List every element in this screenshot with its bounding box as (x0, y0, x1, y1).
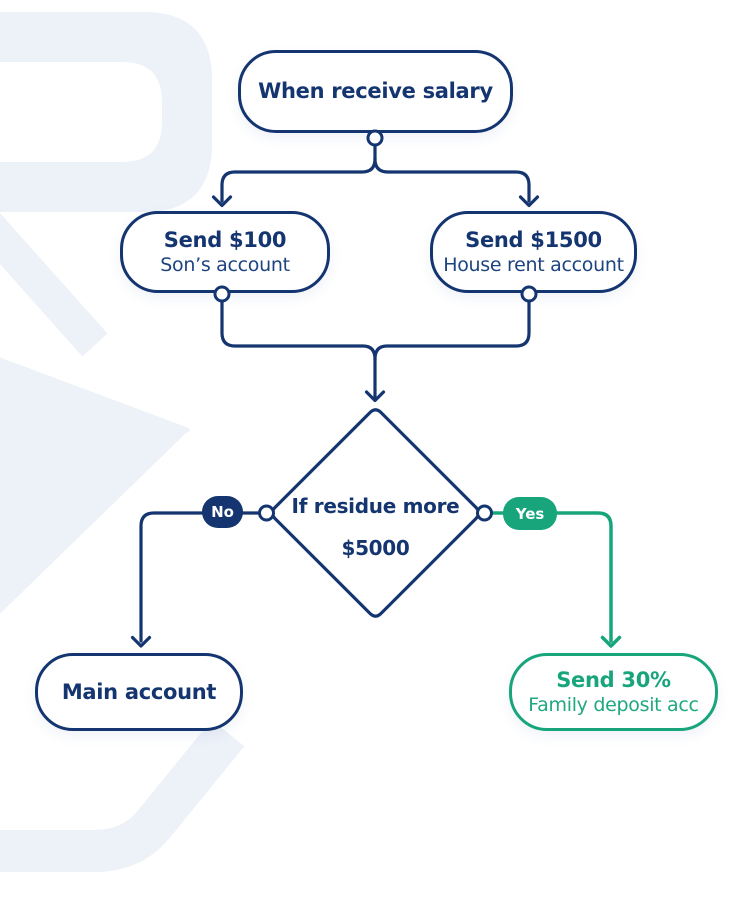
node-send-30-subtitle: Family deposit acc (528, 694, 699, 717)
watermark-chevron-shape (0, 357, 190, 614)
decision-label: If residue more $5000 (265, 485, 486, 569)
node-start: When receive salary (238, 50, 513, 133)
yes-label-pill: Yes (503, 497, 557, 530)
node-send-1500-title: Send $1500 (465, 227, 602, 252)
node-start-title: When receive salary (258, 79, 493, 104)
node-send-100-title: Send $100 (163, 227, 287, 252)
watermark-ring-shape (0, 12, 212, 212)
node-send-30: Send 30% Family deposit acc (509, 653, 718, 731)
decision-line1: If residue more (291, 494, 460, 518)
node-main-account-title: Main account (61, 679, 217, 704)
watermark-swoosh-shape (0, 719, 245, 872)
no-label-pill: No (202, 496, 243, 528)
node-send-30-title: Send 30% (556, 667, 671, 692)
node-send-1500-subtitle: House rent account (443, 254, 624, 277)
decision-line2: $5000 (341, 536, 410, 560)
watermark-stripe-shape (0, 213, 108, 357)
node-send-100: Send $100 Son’s account (120, 211, 330, 293)
node-main-account: Main account (35, 653, 243, 731)
node-send-100-subtitle: Son’s account (160, 254, 290, 277)
